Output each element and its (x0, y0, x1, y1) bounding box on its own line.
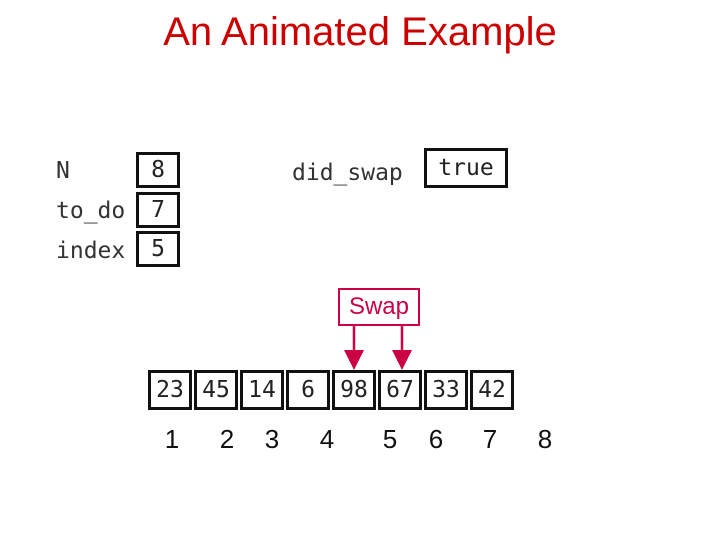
array-index: 7 (482, 424, 498, 454)
var-box-n: 8 (136, 152, 180, 188)
did-swap-label: did_swap (292, 160, 403, 186)
array-cell: 23 (148, 370, 192, 410)
var-box-to-do: 7 (136, 192, 180, 228)
array-index: 2 (219, 424, 235, 454)
array-cell: 6 (286, 370, 330, 410)
array-cell: 45 (194, 370, 238, 410)
array-cell: 42 (470, 370, 514, 410)
array-index: 1 (164, 424, 180, 454)
var-label-n: N (56, 158, 70, 184)
array-cell: 98 (332, 370, 376, 410)
did-swap-box: true (424, 148, 508, 188)
slide-title: An Animated Example (163, 10, 557, 54)
swap-tag: Swap (338, 288, 420, 326)
var-label-index: index (56, 238, 126, 264)
array-index: 3 (264, 424, 280, 454)
array-index: 4 (319, 424, 335, 454)
array-index: 5 (382, 424, 398, 454)
array-index: 8 (537, 424, 553, 454)
array-index: 6 (428, 424, 444, 454)
array-cell: 67 (378, 370, 422, 410)
var-label-to-do: to_do (56, 198, 126, 224)
array-cell: 33 (424, 370, 468, 410)
array-cell: 14 (240, 370, 284, 410)
var-box-index: 5 (136, 231, 180, 267)
